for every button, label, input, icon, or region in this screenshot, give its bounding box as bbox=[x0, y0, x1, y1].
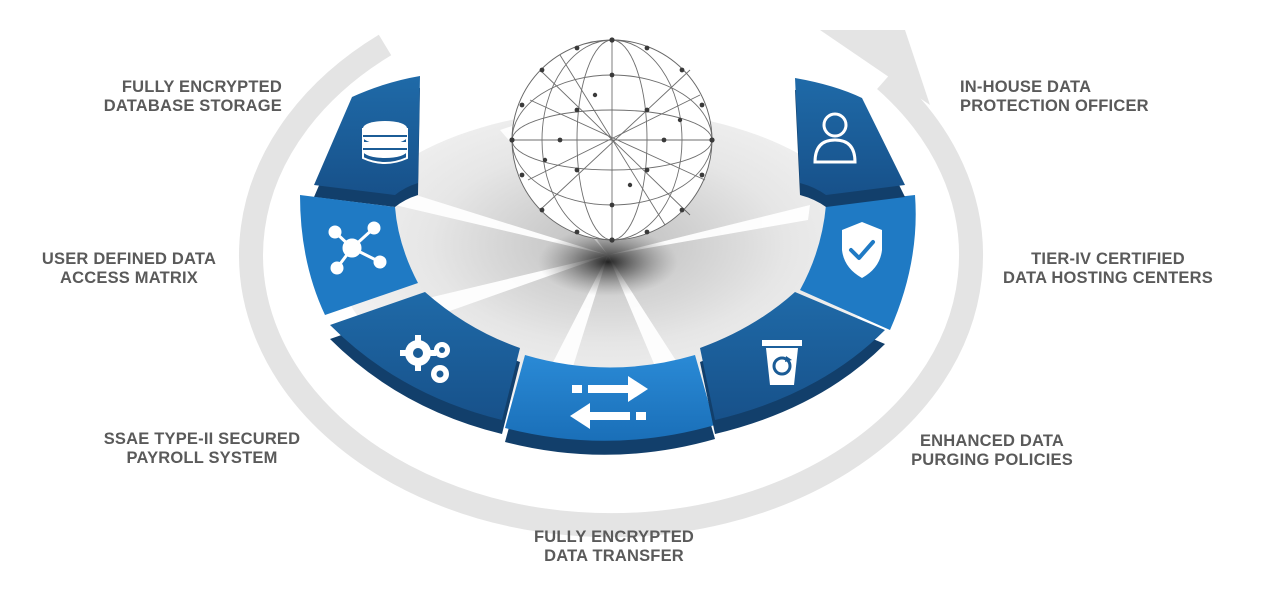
label-purging: ENHANCED DATA PURGING POLICIES bbox=[892, 432, 1092, 470]
label-line: DATA HOSTING CENTERS bbox=[1003, 269, 1213, 287]
segment-user bbox=[795, 78, 905, 207]
label-payroll: SSAE TYPE-II SECURED PAYROLL SYSTEM bbox=[88, 430, 316, 468]
segment-recycle bbox=[700, 292, 885, 434]
segment-transfer bbox=[505, 355, 715, 455]
cycle-arrow bbox=[239, 30, 984, 538]
shield-check-icon bbox=[842, 222, 882, 278]
label-line: DATA TRANSFER bbox=[544, 547, 684, 565]
user-icon bbox=[813, 112, 857, 164]
globe-shadow bbox=[538, 228, 678, 296]
label-line: ACCESS MATRIX bbox=[60, 269, 198, 287]
label-dpo: IN-HOUSE DATA PROTECTION OFFICER bbox=[960, 78, 1170, 116]
label-line: PAYROLL SYSTEM bbox=[126, 449, 278, 467]
recycle-bin-icon bbox=[762, 340, 802, 385]
label-hosting: TIER-IV CERTIFIED DATA HOSTING CENTERS bbox=[988, 250, 1228, 288]
segment-shield bbox=[800, 195, 916, 330]
label-line: PROTECTION OFFICER bbox=[960, 97, 1149, 115]
label-line: ENHANCED DATA bbox=[919, 432, 1065, 450]
network-globe-icon bbox=[509, 37, 715, 243]
network-hub-icon bbox=[328, 221, 387, 275]
cycle-arrow-head bbox=[820, 30, 930, 105]
label-line: FULLY ENCRYPTED bbox=[533, 528, 695, 546]
label-line: SSAE TYPE-II SECURED bbox=[103, 430, 301, 448]
database-icon bbox=[362, 121, 408, 164]
gears-icon bbox=[400, 335, 450, 383]
transfer-arrows-icon bbox=[570, 376, 648, 429]
label-line: FULLY ENCRYPTED bbox=[121, 78, 282, 96]
label-line: DATABASE STORAGE bbox=[103, 97, 282, 115]
label-line: PURGING POLICIES bbox=[911, 451, 1073, 469]
label-access-matrix: USER DEFINED DATA ACCESS MATRIX bbox=[22, 250, 236, 288]
label-database-storage: FULLY ENCRYPTED DATABASE STORAGE bbox=[60, 78, 282, 116]
segment-gears bbox=[330, 292, 520, 434]
label-line: TIER-IV CERTIFIED bbox=[1031, 250, 1185, 268]
segment-network bbox=[300, 195, 418, 315]
label-line: USER DEFINED DATA bbox=[41, 250, 217, 268]
segment-database bbox=[314, 76, 420, 207]
label-line: IN-HOUSE DATA bbox=[960, 78, 1092, 96]
label-data-transfer: FULLY ENCRYPTED DATA TRANSFER bbox=[500, 528, 728, 566]
